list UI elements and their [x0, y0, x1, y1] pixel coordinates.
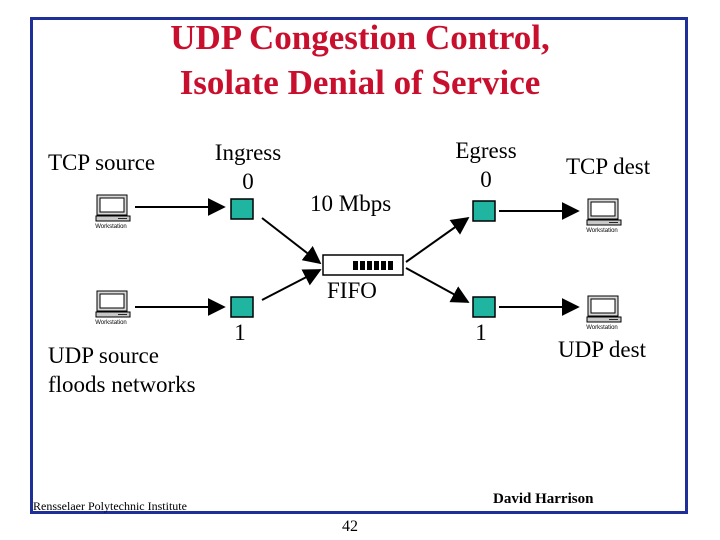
fifo-label: FIFO	[327, 278, 377, 303]
udp-dest-workstation-caption: Workstation	[586, 325, 618, 331]
udp-source-label-line-1: UDP source	[48, 343, 159, 368]
tcp-dest-label: TCP dest	[566, 154, 651, 179]
tcp-source-workstation-icon	[95, 194, 131, 222]
ingress-label: Ingress	[214, 140, 282, 165]
author-footer: David Harrison	[493, 491, 594, 507]
tcp-dest-workstation-caption: Workstation	[586, 228, 618, 234]
ingress-1-router-icon	[230, 296, 254, 318]
udp-dest-label: UDP dest	[558, 337, 646, 362]
link-ingress-0-to-fifo	[261, 217, 322, 265]
fifo-queue-icon	[322, 254, 404, 276]
egress-1-router-icon	[472, 296, 496, 318]
ingress-top-value: 0	[242, 169, 254, 194]
egress-top-value: 0	[480, 167, 492, 192]
egress-label: Egress	[455, 138, 517, 163]
link-ingress-1-to-fifo	[261, 269, 322, 301]
link-rate-label: 10 Mbps	[310, 191, 392, 216]
link-fifo-to-egress-0	[405, 216, 470, 263]
egress-0-router-icon	[472, 200, 496, 222]
tcp-source-label: TCP source	[48, 150, 156, 175]
udp-source-label-line-2: floods networks	[48, 372, 196, 397]
tcp-source-workstation-caption: Workstation	[95, 224, 127, 230]
page-number: 42	[342, 518, 358, 535]
institution-footer: Rensselaer Polytechnic Institute	[33, 499, 187, 513]
slide-title-line-1: UDP Congestion Control,	[170, 18, 550, 57]
ingress-0-router-icon	[230, 198, 254, 220]
link-fifo-to-egress-1	[405, 267, 470, 303]
udp-source-workstation-icon	[95, 290, 131, 318]
udp-source-workstation-caption: Workstation	[95, 320, 127, 326]
ingress-bottom-value: 1	[234, 320, 246, 345]
slide-title-line-2: Isolate Denial of Service	[179, 63, 541, 102]
tcp-dest-workstation-icon	[586, 198, 622, 226]
egress-bottom-value: 1	[475, 320, 487, 345]
udp-dest-workstation-icon	[586, 295, 622, 323]
